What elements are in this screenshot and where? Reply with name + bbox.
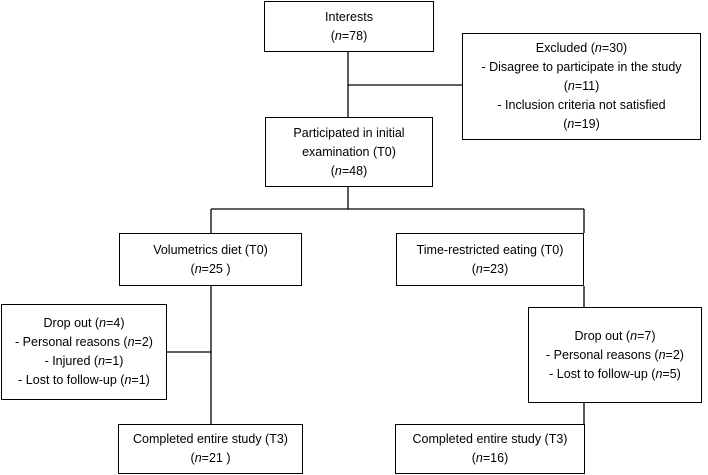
box-text-line: examination (T0) <box>302 143 396 162</box>
text-segment: ( <box>563 117 568 131</box>
text-segment: - Personal reasons ( <box>546 347 659 362</box>
completed-left-box: Completed entire study (T3) (n=21 ) <box>118 424 303 474</box>
text-segment: - Lost to follow-up ( <box>18 373 125 387</box>
box-text-line: (n=78) <box>331 27 368 46</box>
box-text-line: Time-restricted eating (T0) <box>417 241 564 260</box>
text-segment: =19) <box>574 117 600 131</box>
sample-size-symbol: n <box>567 117 575 131</box>
interests-box: Interests (n=78) <box>264 1 434 52</box>
text-segment: =11) <box>574 79 600 93</box>
sample-size-symbol: n <box>475 451 483 465</box>
text-segment: =1) <box>131 373 150 387</box>
box-text-line: - Inclusion criteria not satisfied <box>497 96 665 115</box>
sample-size-symbol: n <box>334 163 342 178</box>
volumetrics-diet-box: Volumetrics diet (T0) (n=25 ) <box>119 233 302 286</box>
text-segment: - Injured ( <box>44 354 99 368</box>
box-text-line: (n=23) <box>472 260 509 279</box>
sample-size-symbol: n <box>567 79 575 93</box>
sample-size-symbol: n <box>127 335 135 349</box>
box-text-line: Excluded (n=30) <box>536 39 627 58</box>
text-segment: =5) <box>662 366 681 381</box>
completed-right-box: Completed entire study (T3) (n=16) <box>395 424 585 474</box>
text-segment: Drop out ( <box>43 316 100 330</box>
text-segment: ( <box>190 451 195 465</box>
text-segment: =4) <box>106 316 125 330</box>
sample-size-symbol: n <box>475 261 483 276</box>
text-segment: ( <box>190 261 195 276</box>
text-segment: ( <box>471 451 476 465</box>
sample-size-symbol: n <box>99 316 107 330</box>
text-segment: - Inclusion criteria not satisfied <box>497 98 666 112</box>
text-segment: - Personal reasons ( <box>15 335 128 349</box>
text-segment: - Disagree to participate in the study <box>481 60 682 74</box>
text-segment: Interests <box>325 9 373 24</box>
box-text-line: (n=16) <box>472 449 509 468</box>
text-segment: =25 ) <box>201 261 231 276</box>
box-text-line: (n=11) <box>564 77 600 96</box>
time-restricted-eating-box: Time-restricted eating (T0) (n=23) <box>396 233 584 286</box>
text-segment: ( <box>471 261 476 276</box>
text-segment: Participated in initial <box>293 125 405 140</box>
text-segment: =21 ) <box>201 451 231 465</box>
box-text-line: - Disagree to participate in the study <box>481 58 681 77</box>
text-segment: Drop out ( <box>574 328 631 343</box>
box-text-line: - Lost to follow-up (n=5) <box>549 365 681 384</box>
text-segment: Time-restricted eating (T0) <box>416 242 564 257</box>
initial-examination-box: Participated in initial examination (T0) (… <box>265 117 433 187</box>
text-segment: Excluded ( <box>535 41 595 55</box>
text-segment: Completed entire study (T3) <box>133 432 288 446</box>
box-text-line: Drop out (n=7) <box>575 327 656 346</box>
text-segment: =78) <box>341 28 368 43</box>
text-segment: ( <box>330 28 335 43</box>
sample-size-symbol: n <box>194 261 202 276</box>
sample-size-symbol: n <box>594 41 602 55</box>
text-segment: =1) <box>105 354 124 368</box>
box-text-line: (n=48) <box>331 162 368 181</box>
box-text-line: Participated in initial <box>293 124 404 143</box>
box-text-line: - Injured (n=1) <box>45 352 124 371</box>
box-text-line: Completed entire study (T3) <box>413 430 568 449</box>
sample-size-symbol: n <box>194 451 202 465</box>
text-segment: =16) <box>482 451 509 465</box>
text-segment: =23) <box>482 261 509 276</box>
sample-size-symbol: n <box>655 366 663 381</box>
text-segment: =7) <box>637 328 656 343</box>
dropout-right-box: Drop out (n=7)- Personal reasons (n=2)- … <box>528 307 702 403</box>
box-text-line: - Personal reasons (n=2) <box>546 346 684 365</box>
box-text-line: - Lost to follow-up (n=1) <box>18 371 150 390</box>
text-segment: ( <box>330 163 335 178</box>
box-text-line: Interests <box>325 8 373 27</box>
box-text-line: Drop out (n=4) <box>44 314 125 333</box>
text-segment: - Lost to follow-up ( <box>549 366 656 381</box>
text-segment: ( <box>563 79 568 93</box>
box-text-line: Volumetrics diet (T0) <box>153 241 268 260</box>
text-segment: =2) <box>665 347 684 362</box>
box-text-line: (n=19) <box>563 115 600 134</box>
text-segment: examination (T0) <box>302 144 396 159</box>
box-text-line: Completed entire study (T3) <box>133 430 288 449</box>
text-segment: Completed entire study (T3) <box>412 432 568 446</box>
text-segment: Volumetrics diet (T0) <box>153 242 268 257</box>
sample-size-symbol: n <box>658 347 666 362</box>
sample-size-symbol: n <box>124 373 132 387</box>
box-text-line: (n=21 ) <box>191 449 231 468</box>
dropout-left-box: Drop out (n=4)- Personal reasons (n=2)- … <box>1 304 167 400</box>
excluded-box: Excluded (n=30)- Disagree to participate… <box>462 33 701 140</box>
sample-size-symbol: n <box>334 28 342 43</box>
text-segment: =30) <box>601 41 628 55</box>
box-text-line: (n=25 ) <box>191 260 231 279</box>
sample-size-symbol: n <box>98 354 106 368</box>
text-segment: =2) <box>134 335 153 349</box>
sample-size-symbol: n <box>630 328 638 343</box>
text-segment: =48) <box>341 163 368 178</box>
box-text-line: - Personal reasons (n=2) <box>15 333 153 352</box>
